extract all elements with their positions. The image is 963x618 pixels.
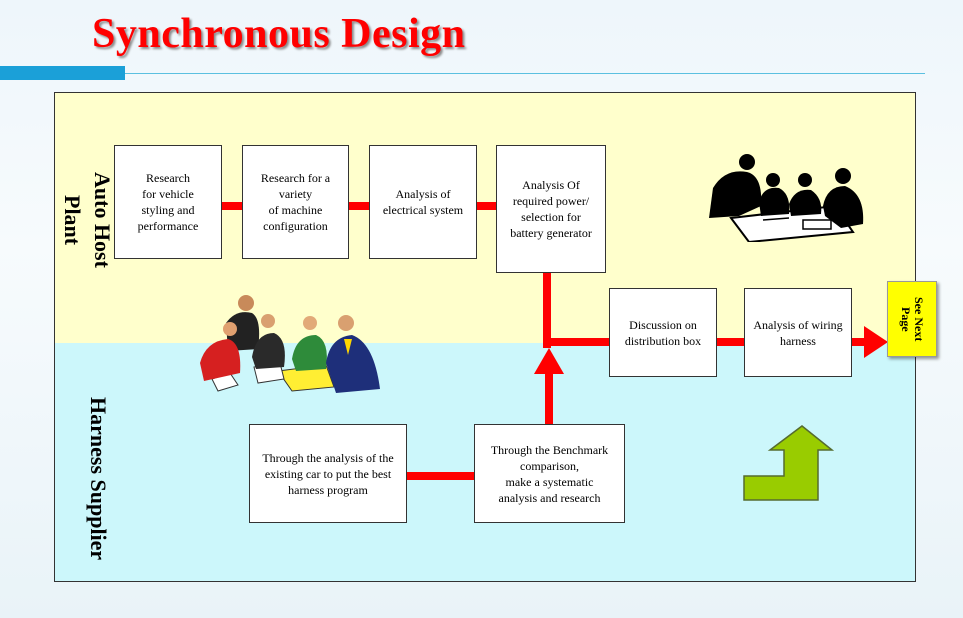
page-title: Synchronous Design — [92, 11, 466, 57]
step-analysis-electrical: Analysis of electrical system — [369, 145, 477, 259]
step-analysis-wiring: Analysis of wiring harness — [744, 288, 852, 377]
accent-line — [125, 73, 925, 74]
lane-label-supplier: Harness Supplier — [86, 397, 111, 561]
connector — [477, 202, 497, 210]
step-research-styling: Research for vehicle styling and perform… — [114, 145, 222, 259]
accent-bar — [0, 66, 125, 80]
step-research-config: Research for a variety of machine config… — [242, 145, 349, 259]
step-discussion-distribution: Discussion on distribution box — [609, 288, 717, 377]
connector — [543, 272, 551, 348]
connector — [406, 472, 475, 480]
meeting-silhouette-icon — [709, 154, 864, 242]
see-next-page-tag[interactable]: See Next Page — [887, 281, 937, 357]
turn-arrow-icon — [743, 425, 834, 501]
connector — [222, 202, 243, 210]
connector — [545, 370, 553, 425]
business-team-clipart-icon — [200, 295, 380, 393]
connector — [851, 338, 867, 346]
step-analysis-power: Analysis Of required power/ selection fo… — [496, 145, 606, 273]
see-next-page-label: See Next Page — [899, 296, 926, 342]
right-arrow-icon — [864, 326, 888, 358]
connector — [543, 338, 610, 346]
connector — [349, 202, 370, 210]
step-through-analysis-car: Through the analysis of the existing car… — [249, 424, 407, 523]
up-arrow-icon — [534, 348, 564, 374]
step-through-benchmark: Through the Benchmark comparison, make a… — [474, 424, 625, 523]
lane-label-host: Auto Host Plant — [60, 172, 115, 268]
connector — [716, 338, 745, 346]
